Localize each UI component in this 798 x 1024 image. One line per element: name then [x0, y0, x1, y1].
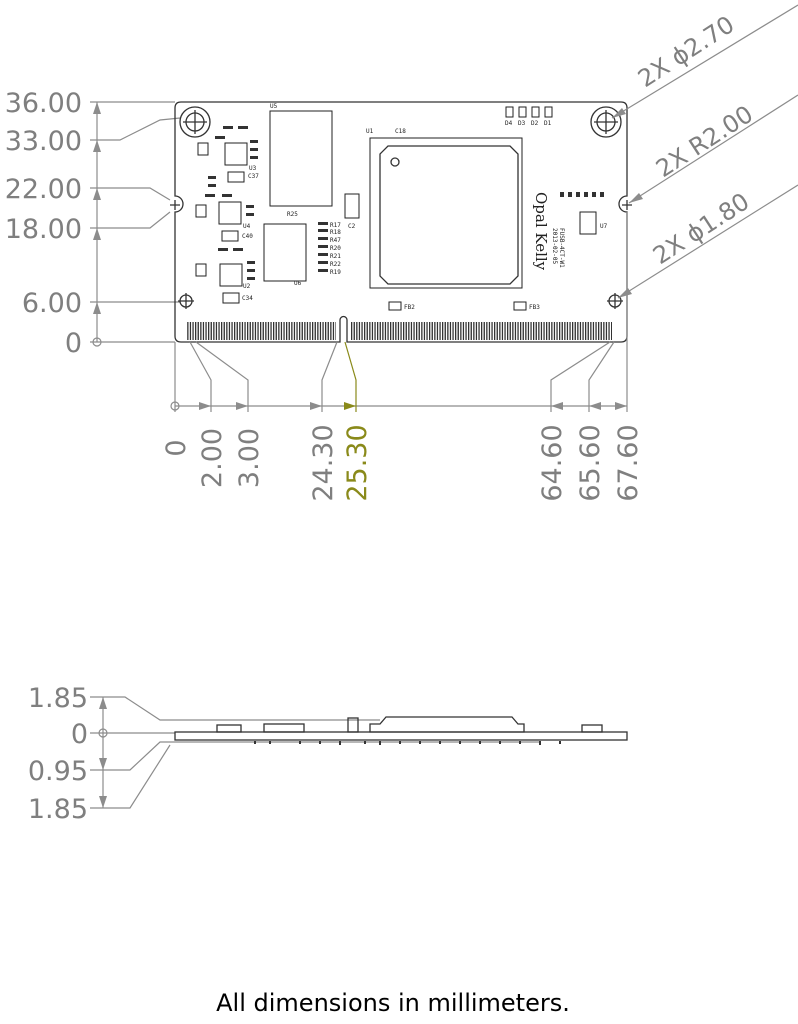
- pcb-side-profile: [174, 716, 628, 745]
- label-u1: U1: [366, 128, 374, 135]
- dim-36: 36.00: [5, 88, 82, 119]
- label-c37: C37: [248, 173, 259, 180]
- label-r19: R19: [330, 269, 341, 276]
- side-dim-0: 0: [71, 719, 88, 750]
- label-u2: U2: [243, 283, 251, 290]
- edge-connector-fingers-left: [187, 322, 336, 340]
- opal-kelly-logo: Opal Kelly: [532, 192, 550, 271]
- mounting-hole-icon: [590, 106, 622, 138]
- side-view: 1.85 0 0.95 1.85: [28, 683, 628, 825]
- callout-radius-2-00: 2X R2.00: [651, 100, 758, 183]
- side-dimension-lines: [90, 696, 540, 809]
- dim-22: 22.00: [5, 174, 82, 205]
- label-d4: D4: [505, 120, 513, 127]
- dim-x-64-6: 64.60: [537, 424, 568, 501]
- dim-6: 6.00: [22, 288, 82, 319]
- units-note: All dimensions in millimeters.: [216, 989, 570, 1017]
- mounting-hole-icon: [179, 106, 211, 138]
- label-d2: D2: [531, 120, 539, 127]
- label-r25: R25: [287, 211, 298, 218]
- dim-x-0: 0: [161, 439, 192, 456]
- part-number-label: FUSB-4CT-W1: [558, 228, 565, 268]
- label-u4: U4: [243, 223, 251, 230]
- dim-x-67-6: 67.60: [613, 424, 644, 501]
- label-r22: R22: [330, 261, 341, 268]
- label-r18: R18: [330, 229, 341, 236]
- dim-33: 33.00: [5, 126, 82, 157]
- horizontal-dimension-lines: [170, 212, 628, 412]
- label-r17: R17: [330, 222, 341, 229]
- label-r47: R47: [330, 237, 341, 244]
- label-u7: U7: [600, 223, 608, 230]
- dim-x-25-3: 25.30: [342, 424, 373, 501]
- side-dim-0-95: 0.95: [28, 756, 88, 787]
- dim-x-3: 3.00: [234, 428, 265, 488]
- callout-leaders: [611, 4, 798, 299]
- dim-x-65-6: 65.60: [575, 424, 606, 501]
- vertical-dimension-lines: [90, 101, 181, 347]
- label-fb2: FB2: [404, 304, 415, 311]
- date-label: 2013-02-05: [551, 228, 558, 265]
- label-c2: C2: [348, 223, 356, 230]
- label-u6: U6: [294, 280, 302, 287]
- label-r21: R21: [330, 253, 341, 260]
- label-d1: D1: [544, 120, 552, 127]
- dim-x-2: 2.00: [197, 428, 228, 488]
- mounting-hole-icon: [178, 293, 194, 309]
- edge-connector-fingers-right: [351, 322, 612, 340]
- label-c18: C18: [395, 128, 406, 135]
- dim-x-24-3: 24.30: [308, 424, 339, 501]
- side-dim-bottom-1-85: 1.85: [28, 794, 88, 825]
- dim-0: 0: [65, 328, 82, 359]
- label-u5: U5: [270, 103, 278, 110]
- label-c40: C40: [242, 233, 253, 240]
- mounting-hole-icon: [607, 293, 623, 309]
- side-dim-top-1-85: 1.85: [28, 683, 88, 714]
- callout-hole-1-80: 2X ϕ1.80: [648, 187, 754, 270]
- label-c34: C34: [242, 295, 253, 302]
- callout-hole-2-70: 2X ϕ2.70: [633, 10, 739, 93]
- label-u3: U3: [249, 165, 257, 172]
- pcb-board: U5 U1 C18 U3 C37 U4 C40 U2 C34 U6 U7 C2 …: [170, 101, 632, 343]
- fpga-chip: [369, 137, 523, 289]
- top-view: 36.00 33.00 22.00 18.00 6.00 0: [5, 4, 798, 502]
- dim-18: 18.00: [5, 214, 82, 245]
- label-fb3: FB3: [529, 304, 540, 311]
- label-d3: D3: [518, 120, 526, 127]
- label-r20: R20: [330, 245, 341, 252]
